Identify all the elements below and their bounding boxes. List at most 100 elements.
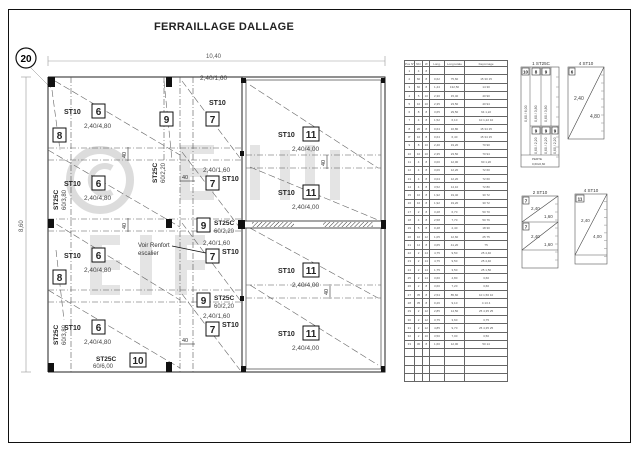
strip-mark: 9 [545, 129, 548, 134]
schedule-cell: 72 60 [464, 173, 508, 184]
schedule-cell: 8 [422, 182, 431, 192]
schedule-cell: 10 [422, 90, 431, 101]
schedule-cell [422, 364, 431, 375]
schedule-cell: 30 72 [464, 190, 508, 200]
loss-note: 0,60x0,60 [532, 162, 546, 166]
schedule-cell: 9,50 [443, 256, 466, 267]
schedule-cell: 4 [413, 65, 424, 76]
schedule-cell [443, 356, 466, 366]
schedule-cell: 3,65 [429, 107, 445, 117]
panel-mark-box [91, 103, 106, 119]
schedule-cell: 12 [422, 323, 431, 333]
schedule-cell [413, 356, 424, 366]
dim-label: 2,40 [531, 206, 540, 211]
schedule-cell: 23,50 [443, 148, 466, 159]
schedule-cell: 12 [404, 165, 415, 175]
schedule-cell [464, 356, 508, 366]
spacing-label: 40 [182, 338, 188, 344]
schedule-cell: 23 [404, 256, 415, 267]
schedule-cell: 75,60 [443, 74, 466, 84]
schedule-cell [429, 356, 445, 366]
schedule-cell: 7,20 [443, 281, 466, 292]
panel-mark: 7 [210, 115, 216, 126]
schedule-cell: 8 [422, 157, 431, 167]
schedule-cell: 8 [422, 132, 431, 142]
schedule-cell [443, 348, 466, 358]
schedule-cell: 22 [404, 248, 415, 258]
mesh-size: 2,40/4,80 [84, 339, 111, 346]
schedule-cell: 16 [404, 198, 415, 209]
schedule-cell: 4 [413, 115, 424, 126]
strip-mark-box [522, 222, 530, 231]
schedule-cell: 10 [413, 148, 424, 159]
strip-mark-box [551, 126, 559, 135]
schedule-row [404, 356, 508, 366]
schedule-cell: 60 [413, 82, 424, 92]
strip-mark-box [522, 196, 530, 205]
schedule-cell: 0,26 [429, 298, 445, 308]
schedule-cell: 16,80 [443, 124, 466, 134]
schedule-cell: 3,50 [464, 331, 508, 341]
schedule-cell: 14,10 [443, 182, 466, 192]
schedule-cell: 5 [404, 99, 415, 109]
mesh-size: 2,40/4,80 [84, 195, 111, 202]
schedule-cell: 29,50 [443, 107, 466, 117]
panel-mark: 6 [96, 251, 102, 262]
schedule-cell: 8 [422, 65, 431, 76]
strip-mark-box [575, 194, 585, 203]
schedule-cell [413, 364, 424, 375]
schedule-cell: 8 [422, 74, 431, 84]
schedule-cell: 12,20 [443, 165, 466, 175]
schedule-cell: 3,60 [429, 273, 445, 283]
schedule-cell: 4 [413, 157, 424, 167]
panel-mark-box [302, 325, 320, 341]
schedule-cell: 10 [413, 190, 424, 200]
schedule-cell: 5 [413, 223, 424, 233]
schedule-cell: 11 [404, 157, 415, 167]
schedule-cell: 60 [413, 74, 424, 84]
schedule-cell: 14 [422, 273, 431, 283]
schedule-cell: 3,75 [464, 314, 508, 325]
mesh-size: 2,40/4,80 [84, 267, 111, 274]
schedule-cell [464, 65, 508, 76]
schedule-cell: 10 [422, 140, 431, 150]
mesh-size: 2,40/1,60 [203, 313, 230, 320]
stair-note-arrow [171, 245, 207, 254]
strip-mark-box [531, 126, 541, 135]
schedule-cell [422, 356, 431, 366]
schedule-cell: 30 [413, 339, 424, 350]
panel-mark-box [302, 184, 320, 200]
stair-note-line1: Voir Renfort [138, 243, 170, 249]
schedule-row [404, 364, 508, 375]
schedule-cell: 18 30 [464, 223, 508, 233]
schedule-cell: 0,64 [429, 132, 445, 142]
schedule-cell: 50 14 [464, 339, 508, 350]
schedule-cell: 1,52 [429, 115, 445, 126]
schedule-cell: 15 34 15 [464, 132, 508, 142]
strip-mark-box [541, 126, 551, 135]
mesh-type: ST25C [53, 324, 60, 345]
mesh-size: 60/3,80 [62, 189, 68, 210]
schedule-cell: 35 [413, 298, 424, 308]
schedule-cell [429, 348, 445, 358]
schedule-cell: 12,20 [443, 173, 466, 184]
schedule-cell [443, 65, 466, 76]
schedule-cell: 0,64 [429, 124, 445, 134]
schedule-cell: 2 [413, 265, 424, 275]
